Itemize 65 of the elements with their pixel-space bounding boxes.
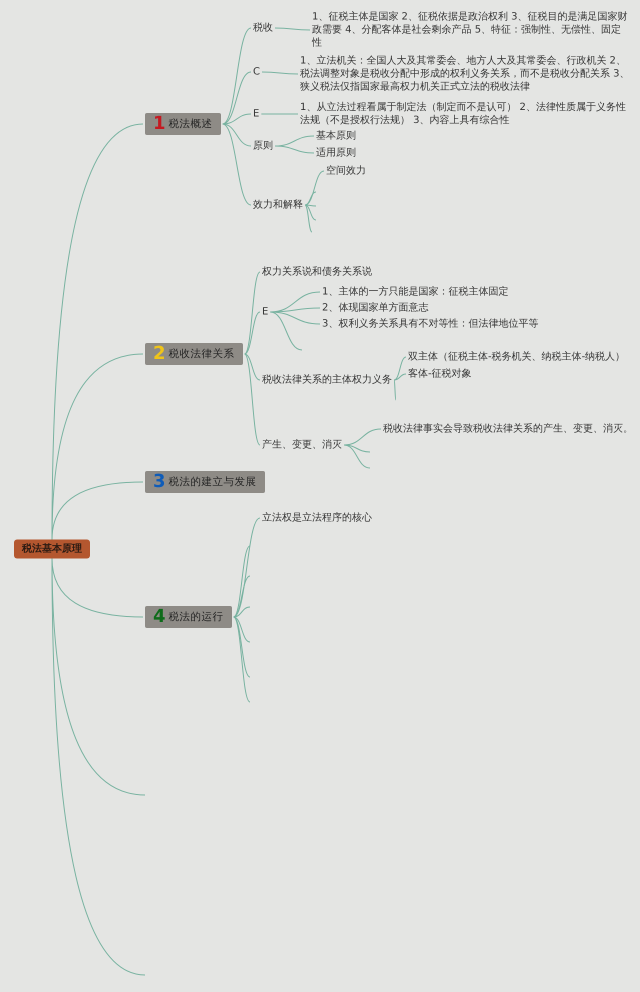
note-text: 1、从立法过程看属于制定法（制定而不是认可） 2、法律性质属于义务性法规（不是授权行法规） 3、内容上具有综合性: [300, 101, 630, 127]
note-text: 税收法律事实会导致税收法律关系的产生、变更、消灭。: [383, 422, 633, 436]
branch-line: [233, 546, 250, 618]
subtopic-text: 税收: [253, 22, 273, 34]
note-text: 1、征税主体是国家 2、征税依据是政治权利 3、征税目的是满足国家财政需要 4、分配客体是社会剩余产品 5、特征：强制性、无偿性、固定性: [312, 10, 630, 50]
note-text: 1、立法机关：全国人大及其常委会、地方人大及其常委会、行政机关 2、税法调整对象是税收分配中形成的权利义务关系，而不是税收分配关系 3、狭义税法仅指国家最高权力机关正式立法的税收法律: [300, 54, 630, 94]
subtopic-text: 适用原则: [316, 146, 356, 160]
branch-line: [222, 124, 252, 206]
branch-line: [52, 482, 144, 540]
topic-title: 税法概述: [168, 118, 213, 130]
branch-line: [304, 204, 312, 232]
subtopic-text: 权力关系说和债务关系说: [262, 266, 372, 278]
topic-number: 4: [153, 608, 166, 626]
subtopic-text: 基本原则: [316, 130, 356, 142]
branch-line: [233, 606, 250, 618]
topic-box: [145, 113, 221, 135]
branch-line: [394, 380, 396, 400]
topic-number: 2: [153, 345, 166, 363]
branch-line: [274, 28, 310, 30]
branch-line: [233, 576, 250, 618]
branch-line: [233, 616, 250, 702]
branch-line: [261, 72, 298, 74]
branch-line: [270, 312, 302, 350]
subtopic-text: C: [253, 66, 260, 78]
subtopic-text: 客体-征税对象: [408, 368, 472, 380]
central-topic: 税法基本原理: [14, 540, 90, 558]
branch-line: [304, 204, 316, 220]
branch-line: [244, 354, 260, 446]
branch-line: [244, 272, 260, 354]
subtopic-text: 产生、变更、消灭: [262, 438, 342, 452]
branch-line: [233, 616, 250, 642]
topic-number: 3: [153, 473, 166, 491]
subtopic-text: 2、体现国家单方面意志: [322, 302, 428, 314]
subtopic-text: 效力和解释: [253, 198, 303, 212]
branch-line: [222, 124, 252, 146]
branch-line: [233, 616, 250, 678]
branch-line: [344, 444, 370, 452]
subtopic-text: 原则: [253, 140, 273, 152]
branch-line: [270, 312, 320, 324]
branch-line: [244, 312, 260, 354]
topic-title: 税法的运行: [168, 610, 224, 624]
branch-line: [244, 354, 260, 380]
topic-box: [145, 471, 265, 493]
subtopic-text: 3、权利义务关系具有不对等性：但法律地位平等: [322, 318, 538, 330]
note-text: 双主体（征税主体-税务机关、纳税主体-纳税人）: [408, 350, 633, 364]
branch-line: [222, 28, 252, 124]
branch-line: [394, 356, 406, 380]
subtopic-text: E: [253, 108, 260, 120]
branch-line: [304, 204, 316, 206]
branch-line: [304, 192, 316, 206]
topic-title: 税法的建立与发展: [168, 476, 257, 488]
branch-line: [344, 444, 370, 468]
topic-box: [145, 343, 243, 365]
subtopic-text: 立法权是立法程序的核心: [262, 512, 372, 524]
topic-box: [145, 606, 232, 628]
branch-line: [394, 374, 406, 380]
topic-number: 1: [153, 115, 166, 133]
subtopic-text: 税收法律关系的主体权力义务: [262, 374, 392, 386]
branch-line: [274, 146, 314, 154]
subtopic-text: 空间效力: [326, 164, 366, 178]
subtopic-text: 1、主体的一方只能是国家：征税主体固定: [322, 286, 508, 298]
branch-line: [222, 72, 252, 124]
subtopic-text: E: [262, 306, 268, 318]
topic-title: 税收法律关系: [168, 348, 235, 360]
branch-line: [222, 114, 252, 124]
